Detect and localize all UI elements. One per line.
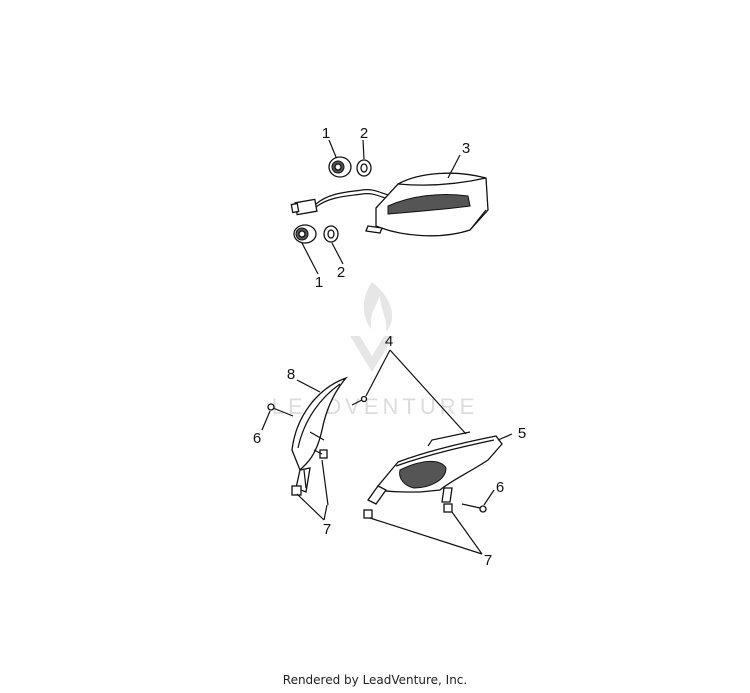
callout-4: 4: [385, 333, 393, 350]
callout-5: 5: [518, 425, 526, 442]
screw-left: [267, 403, 294, 417]
grommet-lower: [293, 224, 317, 244]
callout-6-right: 6: [496, 479, 504, 496]
callout-6-left: 6: [253, 430, 261, 447]
watermark-logo: [350, 282, 394, 372]
left-lens-assembly: [291, 376, 349, 506]
callout-3: 3: [462, 140, 470, 157]
screw-right: [461, 503, 487, 513]
washer-upper: [356, 159, 372, 177]
tail-light-assembly: [290, 172, 489, 237]
callout-2-upper: 2: [360, 125, 368, 142]
washer-lower: [323, 225, 339, 243]
footer-credit: Rendered by LeadVenture, Inc.: [282, 673, 468, 687]
screw-upper-left: [351, 395, 368, 406]
callout-8: 8: [287, 366, 295, 383]
callout-1-lower: 1: [315, 274, 323, 291]
callout-2-lower: 2: [337, 264, 345, 281]
right-lens-assembly: [363, 431, 503, 519]
callout-7-left: 7: [323, 521, 331, 538]
callout-7-right: 7: [484, 552, 492, 569]
callout-1-upper: 1: [322, 125, 330, 142]
grommet-upper: [328, 156, 352, 178]
